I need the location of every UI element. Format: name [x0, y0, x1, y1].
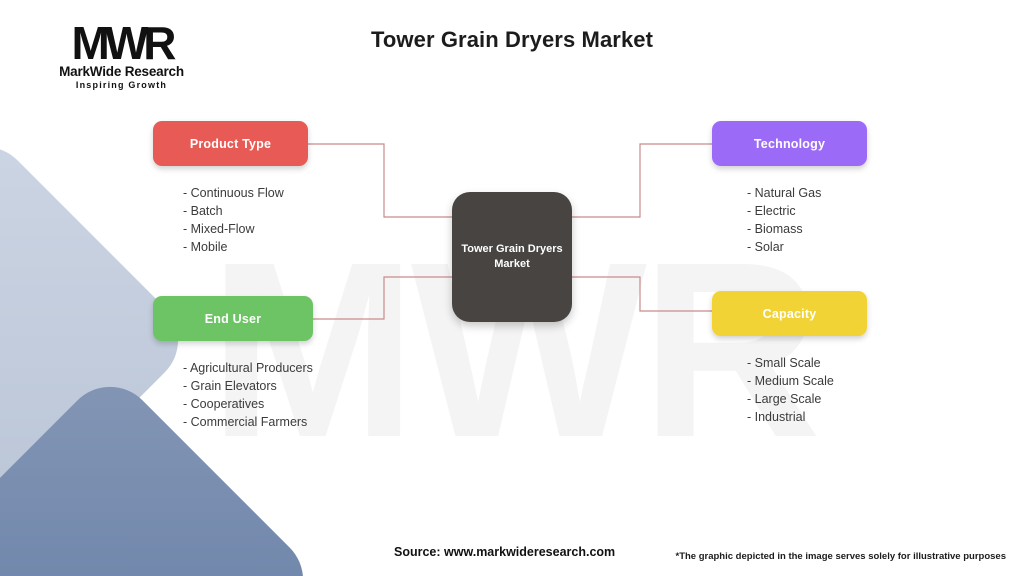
brand-logo: MWR MarkWide Research Inspiring Growth — [14, 17, 229, 90]
list-item: - Electric — [747, 204, 796, 219]
node-product-type[interactable]: Product Type - Continuous Flow - Batch -… — [153, 121, 308, 257]
connector-technology — [572, 143, 712, 218]
node-capacity-items: - Small Scale - Medium Scale - Large Sca… — [712, 354, 867, 427]
list-item: - Mobile — [183, 240, 228, 255]
list-item: - Solar — [747, 240, 784, 255]
node-technology-items: - Natural Gas - Electric - Biomass - Sol… — [712, 184, 867, 257]
node-end-user-chip[interactable]: End User — [153, 296, 313, 341]
disclaimer-text: *The graphic depicted in the image serve… — [675, 551, 1007, 562]
node-capacity-chip[interactable]: Capacity — [712, 291, 867, 336]
logo-company-name: MarkWide Research — [59, 63, 184, 79]
node-product-type-items: - Continuous Flow - Batch - Mixed-Flow -… — [153, 184, 308, 257]
node-end-user-items: - Agricultural Producers - Grain Elevato… — [153, 359, 313, 432]
list-item: - Industrial — [747, 410, 806, 425]
logo-tagline: Inspiring Growth — [75, 79, 168, 90]
list-item: - Commercial Farmers — [183, 415, 308, 430]
list-item: - Cooperatives — [183, 397, 265, 412]
list-item: - Batch — [183, 204, 223, 219]
logo-monogram: MWR — [71, 17, 177, 69]
center-hub-node[interactable]: Tower Grain Dryers Market — [452, 192, 572, 322]
list-item: - Large Scale — [747, 392, 822, 407]
connector-capacity — [572, 276, 712, 312]
list-item: - Mixed-Flow — [183, 222, 255, 237]
page-title: Tower Grain Dryers Market — [370, 27, 654, 52]
list-item: - Small Scale — [747, 356, 821, 370]
node-end-user[interactable]: End User - Agricultural Producers - Grai… — [153, 296, 313, 432]
node-product-type-chip[interactable]: Product Type — [153, 121, 308, 166]
list-item: - Biomass — [747, 222, 803, 237]
node-technology[interactable]: Technology - Natural Gas - Electric - Bi… — [712, 121, 867, 257]
list-item: - Natural Gas — [747, 186, 822, 200]
list-item: - Medium Scale — [747, 374, 834, 389]
list-item: - Continuous Flow — [183, 186, 284, 200]
node-capacity[interactable]: Capacity - Small Scale - Medium Scale - … — [712, 291, 867, 427]
source-text: Source: www.markwideresearch.com — [394, 545, 616, 559]
node-technology-chip[interactable]: Technology — [712, 121, 867, 166]
list-item: - Agricultural Producers — [183, 361, 313, 375]
connector-product-type — [308, 143, 452, 218]
connector-end-user — [313, 276, 452, 320]
list-item: - Grain Elevators — [183, 379, 277, 394]
